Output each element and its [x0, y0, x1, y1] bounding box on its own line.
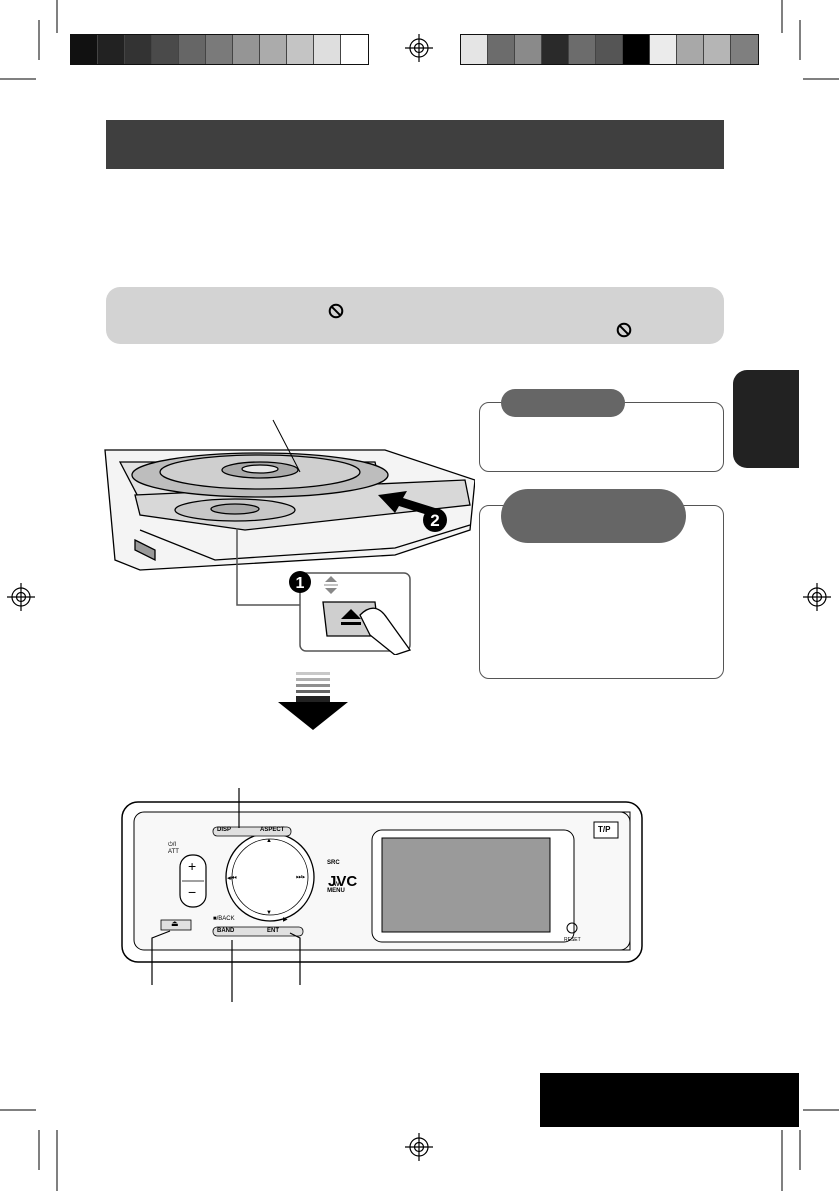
prev-button[interactable]: ◂⏮: [227, 875, 237, 882]
svg-text:1: 1: [296, 575, 305, 592]
faceplate-illustration: DISP ASPECT ⏻/I ATT + − ▲ ▼ ◂⏮ ⏭▸ SRC AV…: [120, 800, 645, 965]
color-swatch: [179, 35, 206, 64]
color-swatch: [314, 35, 341, 64]
language-side-tab: [733, 370, 799, 468]
power-att-button[interactable]: ⏻/I ATT: [168, 842, 179, 855]
prohibited-icon: [616, 322, 632, 338]
color-swatch: [623, 35, 650, 64]
volume-minus-button[interactable]: −: [188, 884, 197, 900]
down-arrow-icon: [278, 672, 348, 730]
color-swatch: [731, 35, 758, 64]
back-button[interactable]: ■/BACK: [213, 916, 235, 922]
volume-plus-button[interactable]: +: [188, 858, 197, 874]
color-swatch: [515, 35, 542, 64]
info-callout-title-pill: [501, 489, 686, 543]
ent-button[interactable]: ENT: [267, 928, 279, 934]
eject-button[interactable]: ⏏: [171, 919, 179, 928]
faceplate-leader-lines: [151, 788, 301, 1002]
color-swatch: [569, 35, 596, 64]
down-button[interactable]: ▼: [266, 910, 272, 916]
av-menu-button[interactable]: AV MENU: [327, 882, 345, 894]
aspect-button[interactable]: ASPECT: [260, 827, 285, 833]
color-swatch: [542, 35, 569, 64]
grayscale-bar-right: [460, 34, 759, 65]
tp-button[interactable]: T/P: [598, 825, 611, 834]
color-swatch: [650, 35, 677, 64]
page-footer-tab: [540, 1073, 799, 1127]
color-swatch: [704, 35, 731, 64]
color-swatch: [287, 35, 314, 64]
color-swatch: [341, 35, 368, 64]
color-swatch: [98, 35, 125, 64]
color-swatch: [152, 35, 179, 64]
color-swatch: [206, 35, 233, 64]
color-swatch: [233, 35, 260, 64]
color-swatch: [677, 35, 704, 64]
disp-button[interactable]: DISP: [217, 827, 232, 833]
src-button[interactable]: SRC: [327, 860, 340, 866]
prohibited-icon: [328, 303, 344, 319]
color-swatch: [488, 35, 515, 64]
svg-text:2: 2: [430, 511, 439, 530]
band-button[interactable]: BAND: [217, 928, 235, 934]
reset-button[interactable]: RESET: [564, 937, 581, 943]
color-swatch: [71, 35, 98, 64]
color-swatch: [461, 35, 488, 64]
color-swatch: [596, 35, 623, 64]
play-button[interactable]: ▶: [283, 917, 288, 923]
grayscale-bar-left: [70, 34, 369, 65]
up-button[interactable]: ▲: [266, 838, 272, 844]
disc-insertion-illustration: 2 1: [104, 419, 475, 655]
jvc-brand-logo: JVC: [328, 873, 358, 890]
caution-note-band: [106, 287, 724, 344]
tip-callout-title-pill: [501, 389, 625, 417]
color-swatch: [125, 35, 152, 64]
color-swatch: [260, 35, 287, 64]
section-header-band: [106, 120, 724, 169]
next-button[interactable]: ⏭▸: [296, 874, 306, 881]
